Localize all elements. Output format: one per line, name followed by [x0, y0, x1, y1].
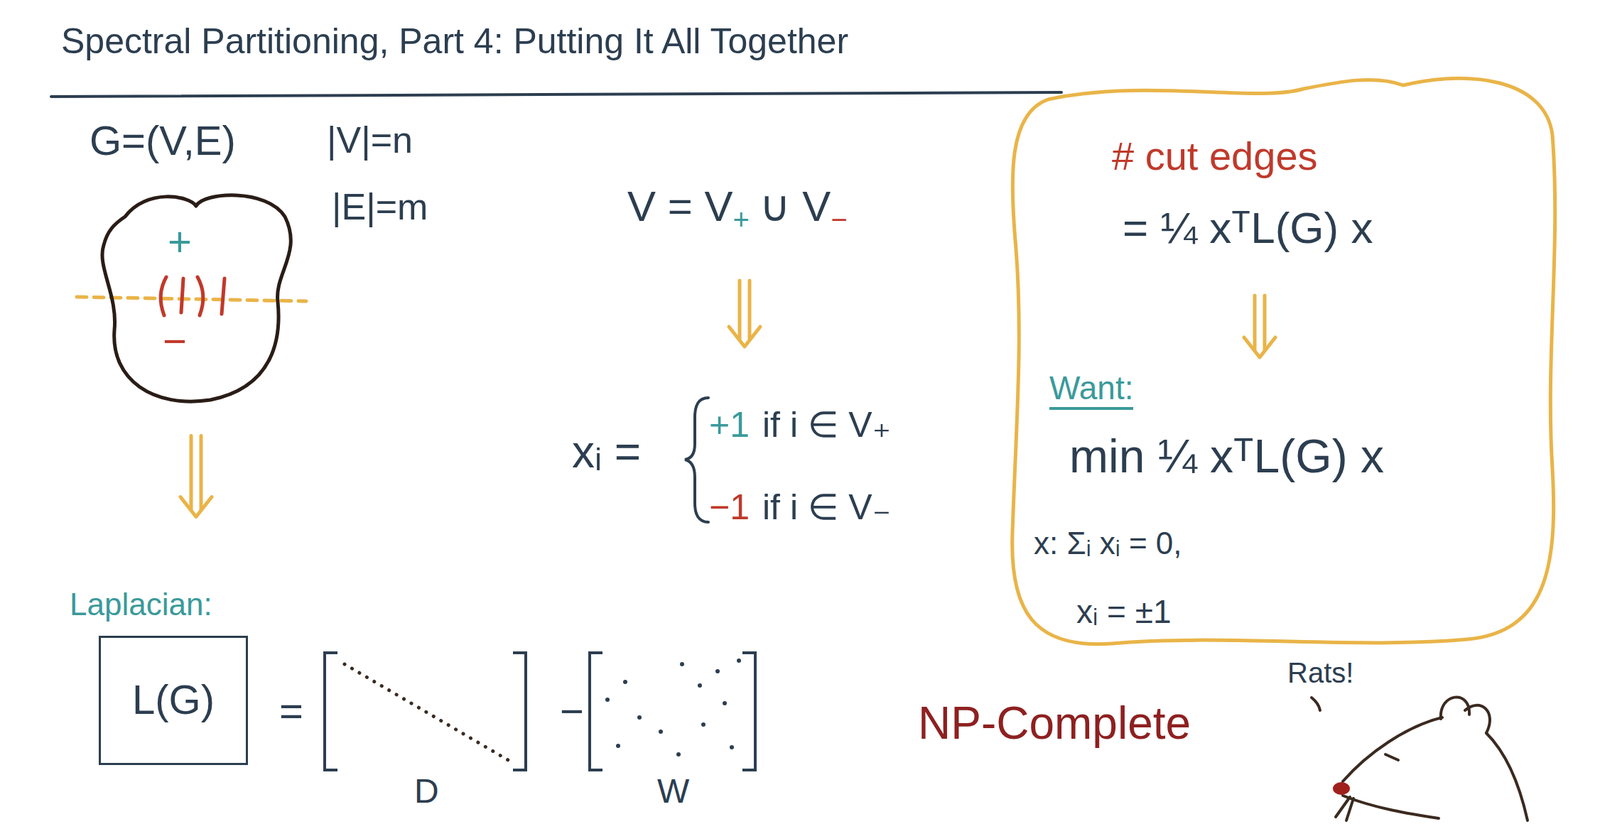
label-group: V = V+∪ V−	[627, 181, 848, 231]
label-group: −	[559, 687, 585, 736]
matrix-name: D	[414, 771, 440, 811]
operator: −	[559, 687, 585, 736]
cut-edge-tick	[181, 278, 184, 313]
case-value: +1	[709, 404, 750, 447]
matrix-diagonal	[344, 664, 513, 764]
formula: min ¼ xᵀL(G) x	[1069, 429, 1385, 484]
label-group: G=(V,E)	[89, 117, 236, 165]
subscript-sign: +	[732, 203, 749, 236]
laplacian-box: Laplacian: L(G)	[69, 586, 248, 766]
matrix-entries	[605, 658, 742, 757]
section-label: Laplacian:	[69, 586, 248, 624]
label-group: xᵢ =	[571, 426, 641, 479]
matrix-dot	[701, 722, 706, 727]
speech-text: Rats!	[1287, 656, 1354, 690]
arrow-shaft	[1253, 295, 1257, 351]
label-group: =	[279, 687, 304, 736]
implies-arrow	[1244, 295, 1276, 358]
arrow-shaft	[1263, 295, 1267, 351]
brace	[684, 397, 709, 523]
case-value: −1	[709, 487, 750, 529]
complexity-note: NP-Complete	[917, 697, 1191, 751]
label-group: +1 if i ∈ V₊	[709, 404, 891, 447]
label-group: |E|=m	[331, 186, 428, 229]
rat-eye	[1385, 754, 1399, 761]
matrix-dot	[722, 701, 727, 706]
label-group: D	[414, 771, 440, 811]
graph-definition: G=(V,E)	[89, 117, 236, 165]
matrix-box: L(G)	[98, 635, 248, 766]
matrix-bracket	[512, 652, 526, 771]
rat-back	[1486, 733, 1528, 821]
matrix-dot	[615, 743, 621, 749]
title-underline	[51, 92, 1062, 97]
rat-ear	[1465, 705, 1490, 734]
cut-edge-tick	[160, 277, 167, 316]
rat-whiskers	[1335, 797, 1354, 821]
arrow-shaft	[738, 280, 742, 340]
matrix-dot	[676, 752, 681, 757]
cloud-outline	[1012, 78, 1556, 645]
operator: =	[279, 687, 304, 736]
matrix-dot	[658, 729, 663, 734]
rat-ear	[1440, 696, 1470, 720]
cut-edge-tick	[221, 278, 225, 315]
label-group: −1 if i ∈ V₋	[709, 487, 891, 529]
objective-cloud: # cut edges = ¼ xᵀL(G) x Want: min ¼ xᵀL(G)…	[1005, 71, 1561, 653]
constraint: x: Σᵢ xᵢ = 0,	[1033, 525, 1183, 562]
rat-nose	[1332, 782, 1350, 796]
rat-head	[1342, 717, 1443, 782]
slide-title: Spectral Partitioning, Part 4: Putting I…	[61, 21, 849, 63]
arrow-head	[728, 326, 761, 347]
partition-formula: ∪ V	[759, 181, 832, 231]
arrow-shaft	[199, 436, 204, 511]
cut-heading: # cut edges	[1111, 133, 1318, 180]
vertex-count: |V|=n	[326, 119, 413, 162]
arrow-shaft	[189, 436, 194, 511]
goal-label: Want:	[1049, 369, 1134, 410]
rat-drawing	[1311, 696, 1528, 821]
constraint: xᵢ = ±1	[1076, 593, 1172, 631]
label-group: NP-Complete	[917, 697, 1191, 751]
implies-arrow	[728, 280, 761, 347]
cut-edge-tick	[197, 277, 204, 316]
matrix-dot	[637, 715, 642, 720]
matrix-bracket	[742, 652, 756, 771]
matrix-dot	[605, 697, 610, 702]
matrix-dot	[679, 662, 685, 667]
speech-tick	[1311, 697, 1321, 711]
matrix-dot	[715, 669, 720, 674]
rat-chin	[1342, 795, 1439, 819]
indicator-variable: xᵢ =	[571, 426, 641, 479]
blob-outline	[102, 195, 291, 402]
matrix-dot	[697, 683, 702, 688]
case-condition: if i ∈ V₋	[762, 487, 891, 529]
subscript-sign: −	[830, 203, 847, 236]
blob-outline	[96, 188, 296, 403]
matrix-dot	[623, 679, 628, 685]
matrix-bracket	[324, 652, 338, 771]
formula: = ¼ xᵀL(G) x	[1122, 202, 1373, 253]
matrix-bracket	[589, 652, 603, 771]
side-sign: +	[167, 218, 192, 266]
matrix-dot	[729, 745, 734, 750]
arrow-head	[1244, 337, 1276, 358]
matrix-dot	[736, 658, 742, 663]
case-condition: if i ∈ V₊	[762, 404, 891, 447]
edge-count: |E|=m	[331, 186, 428, 229]
matrix-name: W	[657, 771, 690, 811]
partition-formula: V = V	[627, 181, 733, 231]
implies-arrow	[180, 436, 212, 518]
label-group: |V|=n	[326, 119, 413, 162]
arrow-shaft	[748, 280, 752, 340]
side-sign: −	[162, 317, 187, 366]
label-group: W	[657, 771, 690, 811]
label-group: Rats!	[1287, 656, 1354, 690]
arrow-head	[180, 497, 212, 518]
matrix-name: L(G)	[132, 676, 215, 724]
graph-blob: +−	[96, 188, 296, 403]
